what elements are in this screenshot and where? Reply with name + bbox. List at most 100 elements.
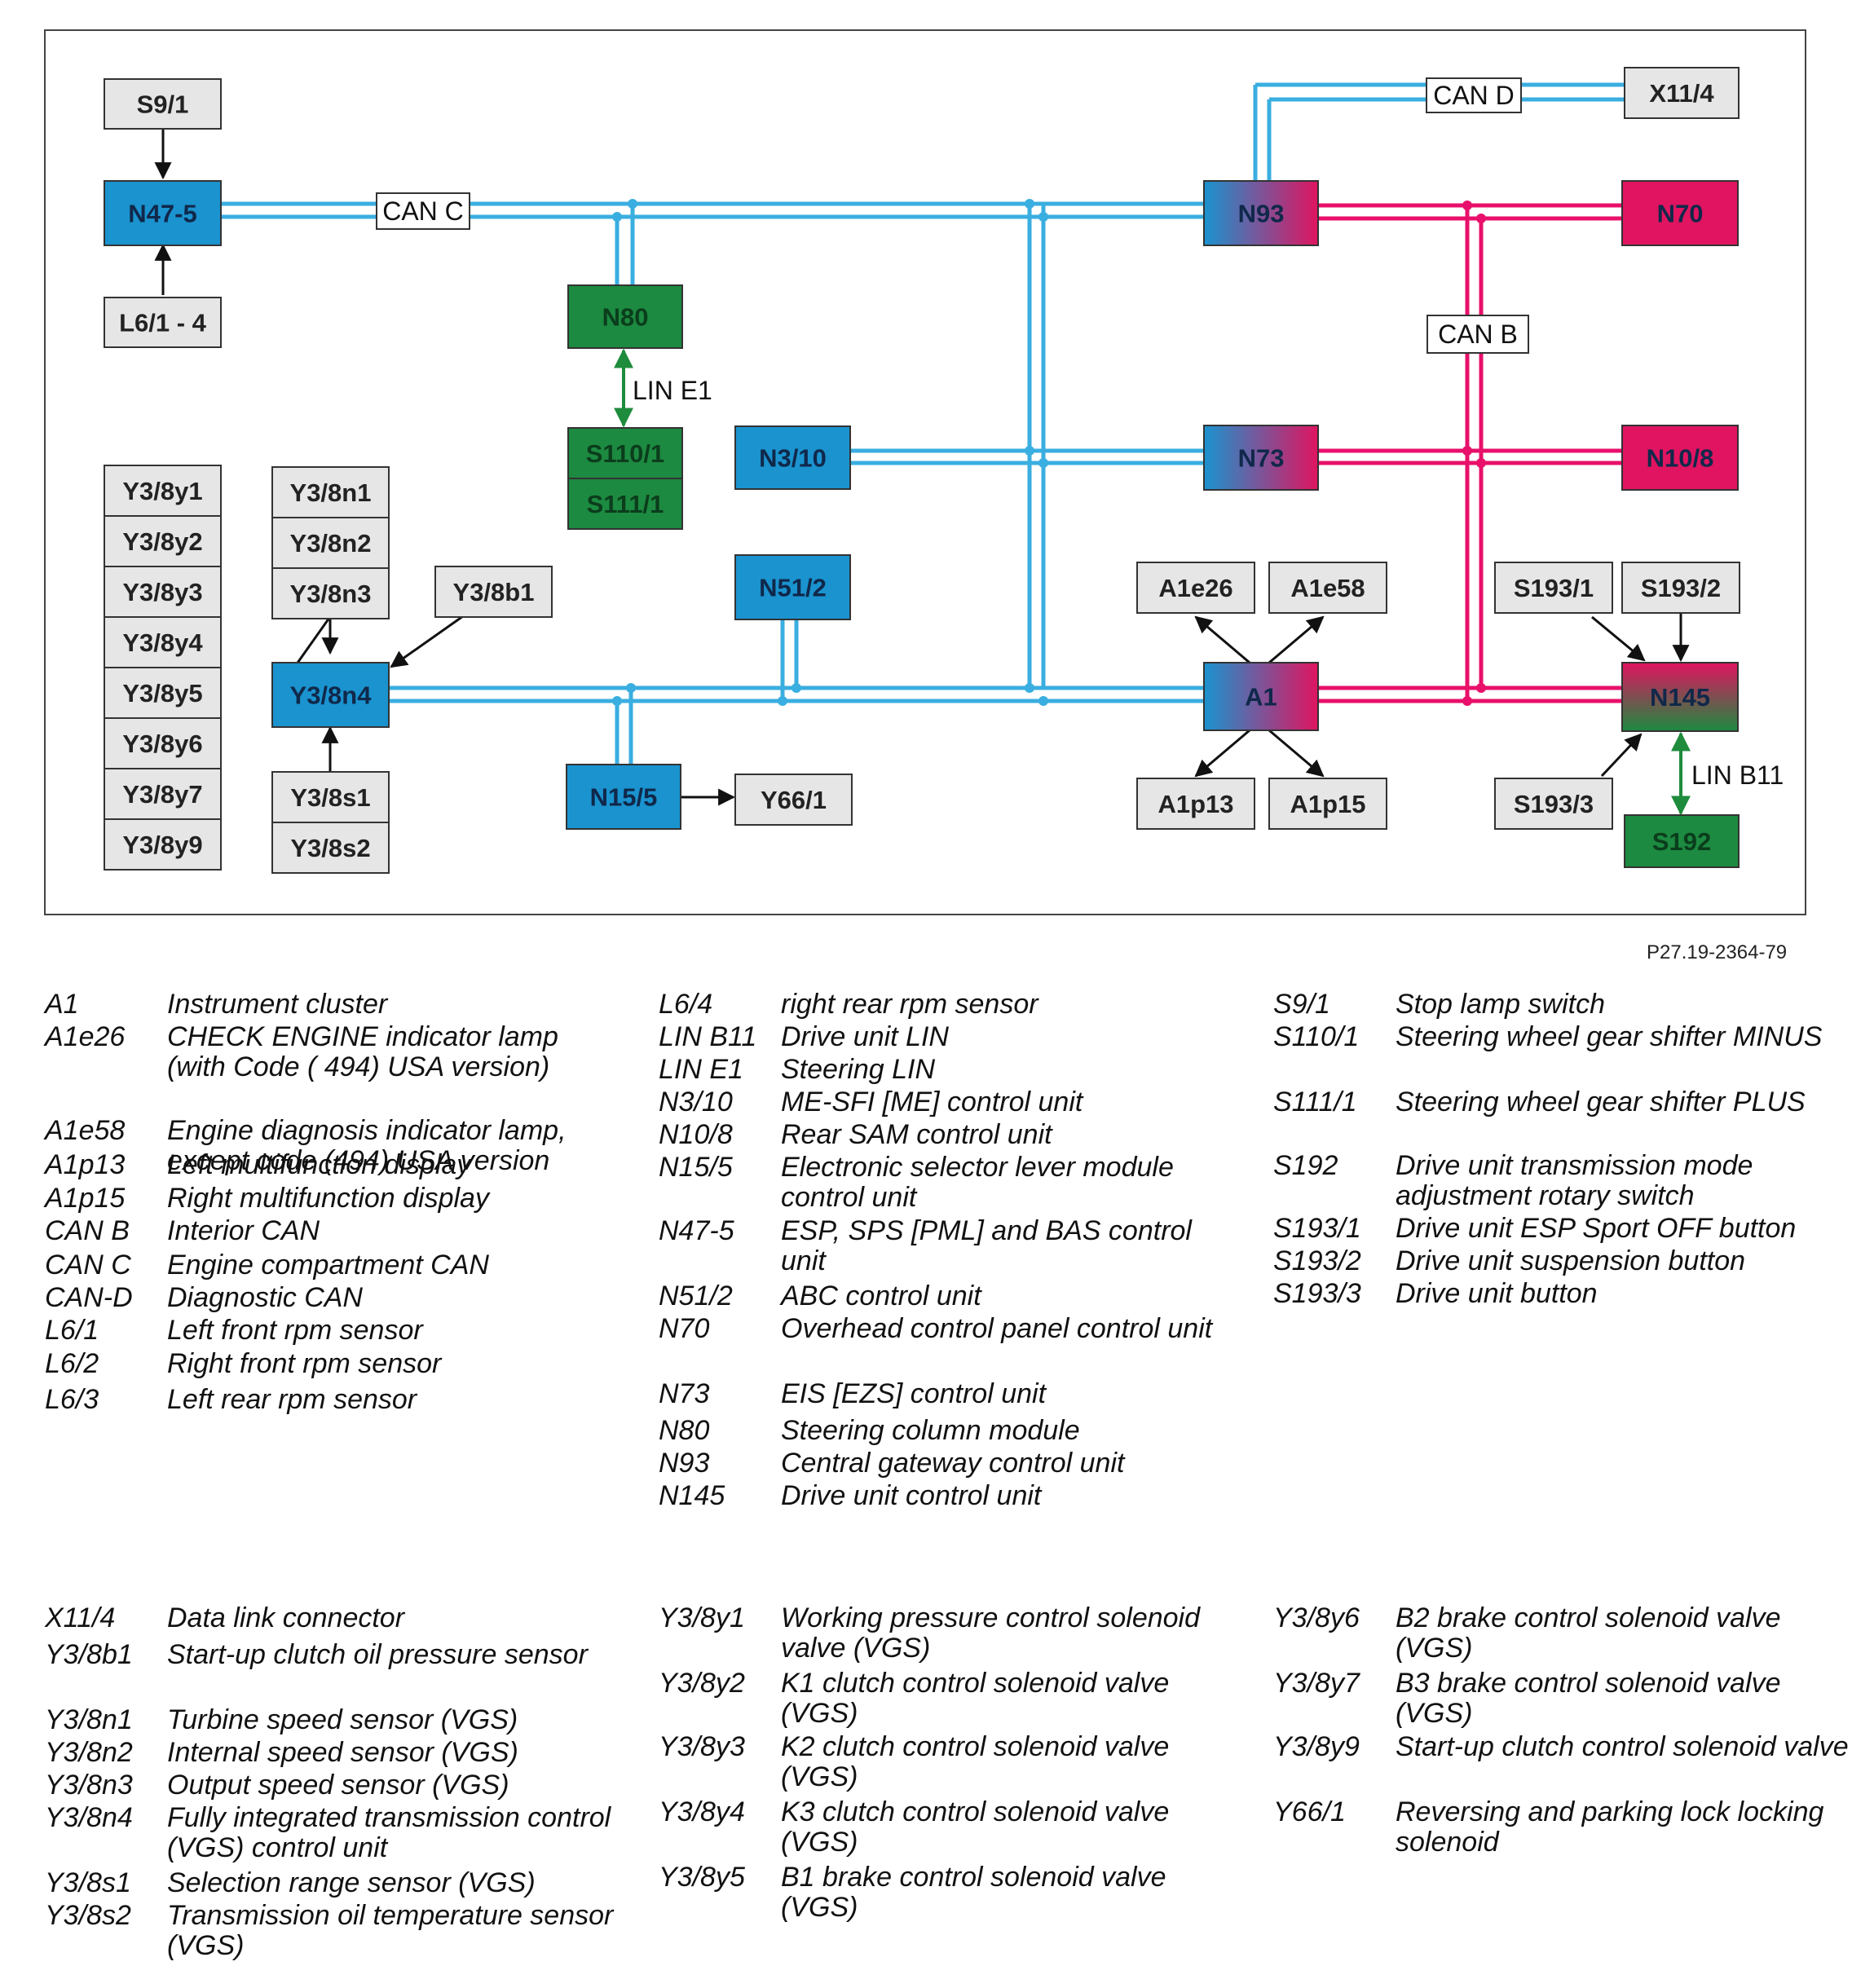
legend-description: Overhead control panel control unit xyxy=(781,1313,1213,1344)
node-l6-1-4: L6/1 - 4 xyxy=(104,297,222,348)
node-n3-10: N3/10 xyxy=(734,425,851,490)
node-n145: N145 xyxy=(1621,662,1739,732)
svg-text:CAN D: CAN D xyxy=(1433,81,1515,110)
network-diagram: CAN C CAN D CAN B LIN E1 LIN B11 S9/1N47… xyxy=(44,29,1806,915)
legend-code: A1 xyxy=(45,989,79,1020)
signal-arrows xyxy=(154,128,1690,806)
node-label: Y3/8y1 xyxy=(122,477,202,505)
reference-code: P27.19-2364-79 xyxy=(1647,941,1788,963)
node-label: S111/1 xyxy=(587,490,664,518)
node-box xyxy=(104,616,222,668)
node-n93: N93 xyxy=(1203,180,1319,246)
node-n73: N73 xyxy=(1203,425,1319,491)
node-box xyxy=(1621,662,1739,732)
node-label: S193/3 xyxy=(1514,790,1594,818)
legend-description: Engine diagnosis indicator lamp, except … xyxy=(167,1115,567,1176)
legend-description: ESP, SPS [PML] and BAS control unit xyxy=(781,1215,1192,1276)
node-a1e26: A1e26 xyxy=(1136,562,1255,614)
node-s192: S192 xyxy=(1624,814,1740,868)
node-y3-8b1: Y3/8b1 xyxy=(434,566,553,618)
bus-label-can-c: CAN C xyxy=(376,192,470,230)
node-label: Y3/8y5 xyxy=(122,679,202,707)
node-label: N15/5 xyxy=(590,783,658,812)
legend-description: Turbine speed sensor (VGS) xyxy=(167,1704,518,1735)
legend-code: X11/4 xyxy=(45,1602,116,1633)
node-label: N51/2 xyxy=(759,574,827,602)
node-box xyxy=(271,771,390,823)
legend-code: CAN C xyxy=(45,1250,131,1281)
node-a1p13: A1p13 xyxy=(1136,778,1255,830)
legend-code: CAN-D xyxy=(45,1282,133,1313)
legend-code: Y3/8n1 xyxy=(45,1704,133,1735)
node-label: Y3/8n2 xyxy=(290,529,372,558)
node-box xyxy=(271,466,390,518)
node-y3-8y3: Y3/8y3 xyxy=(104,566,222,618)
node-box xyxy=(734,774,853,826)
legend-code: LIN E1 xyxy=(659,1054,743,1085)
node-n10-8: N10/8 xyxy=(1621,425,1739,491)
legend-description: ME-SFI [ME] control unit xyxy=(781,1087,1083,1117)
node-s111-1: S111/1 xyxy=(567,478,683,530)
legend-description: K3 clutch control solenoid valve (VGS) xyxy=(781,1796,1170,1858)
node-label: N3/10 xyxy=(759,444,827,473)
node-y3-8y4: Y3/8y4 xyxy=(104,616,222,668)
node-label: S9/1 xyxy=(137,90,189,119)
legend-description: Drive unit button xyxy=(1396,1278,1598,1309)
legend-description: Left rear rpm sensor xyxy=(167,1384,417,1415)
legend-code: N3/10 xyxy=(659,1087,733,1117)
node-x11-4: X11/4 xyxy=(1624,67,1740,119)
can-c-bus-junctions xyxy=(612,199,1048,706)
node-label: A1e58 xyxy=(1290,574,1365,602)
legend-description: Fully integrated transmission control (V… xyxy=(167,1802,611,1863)
node-y3-8n1: Y3/8n1 xyxy=(271,466,390,518)
legend-description: K2 clutch control solenoid valve (VGS) xyxy=(781,1731,1170,1792)
node-box xyxy=(567,427,683,479)
node-y3-8s1: Y3/8s1 xyxy=(271,771,390,823)
legend-description: Steering wheel gear shifter PLUS xyxy=(1396,1087,1806,1117)
node-box xyxy=(1268,562,1387,614)
legend-description: Internal speed sensor (VGS) xyxy=(167,1737,518,1768)
node-box xyxy=(1624,67,1740,119)
node-y3-8y6: Y3/8y6 xyxy=(104,717,222,769)
node-box xyxy=(567,284,683,349)
node-label: Y3/8y2 xyxy=(122,527,202,556)
legend-code: S193/2 xyxy=(1273,1245,1361,1276)
legend-code: A1e26 xyxy=(45,1021,126,1052)
legend-code: A1p13 xyxy=(45,1149,126,1180)
legend-description: EIS [EZS] control unit xyxy=(781,1378,1047,1409)
legend-code: N15/5 xyxy=(659,1152,733,1183)
node-s193-2: S193/2 xyxy=(1621,562,1740,614)
legend-code: S193/1 xyxy=(1273,1213,1361,1244)
legend-description: Diagnostic CAN xyxy=(167,1282,363,1313)
legend-code: Y3/8y4 xyxy=(659,1796,745,1827)
legend-code: S9/1 xyxy=(1273,989,1330,1020)
node-label: Y3/8y6 xyxy=(122,730,202,758)
legend-code: Y3/8y2 xyxy=(659,1668,745,1699)
node-label: A1e26 xyxy=(1158,574,1232,602)
legend-description: Rear SAM control unit xyxy=(781,1119,1052,1150)
node-s9-1: S9/1 xyxy=(104,78,222,130)
legend-description: Data link connector xyxy=(167,1602,405,1633)
node-label: A1p15 xyxy=(1290,790,1365,818)
legend-code: N145 xyxy=(659,1480,725,1511)
legend-description: Selection range sensor (VGS) xyxy=(167,1867,536,1898)
node-label: N80 xyxy=(602,303,649,332)
node-box xyxy=(1136,778,1255,830)
legend-code: Y3/8b1 xyxy=(45,1639,133,1670)
node-label: N73 xyxy=(1238,444,1285,473)
node-y3-8y5: Y3/8y5 xyxy=(104,667,222,719)
node-box xyxy=(734,554,851,620)
node-n15-5: N15/5 xyxy=(566,764,681,830)
legend-description: Steering LIN xyxy=(781,1054,935,1085)
legend-code: S193/3 xyxy=(1273,1278,1361,1309)
node-box xyxy=(1136,562,1255,614)
node-label: N145 xyxy=(1650,683,1710,712)
node-box xyxy=(1268,778,1387,830)
legend-description: B1 brake control solenoid valve (VGS) xyxy=(781,1862,1166,1923)
node-box xyxy=(434,566,553,618)
